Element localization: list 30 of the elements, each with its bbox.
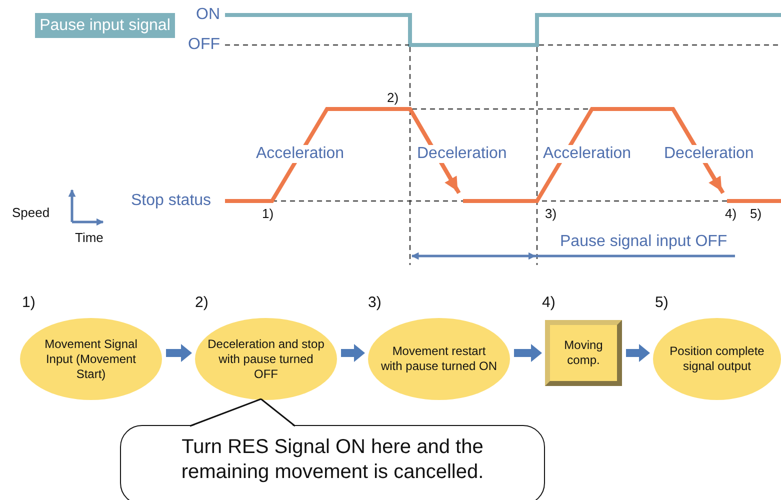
dimension-label: Pause signal input OFF — [560, 234, 728, 250]
step-text: Deceleration and stop with pause turned OFF — [207, 336, 325, 382]
leader-line — [189, 398, 296, 427]
phase-label: Deceleration — [663, 145, 755, 163]
process-box — [545, 320, 622, 386]
axis-label: Time — [75, 231, 104, 244]
step-number: 1) — [22, 295, 36, 310]
step-number: 4) — [542, 295, 556, 310]
point-number: 5) — [750, 207, 762, 220]
phase-label: Deceleration — [416, 145, 508, 163]
step-number: 3) — [368, 295, 382, 310]
point-number: 1) — [262, 207, 274, 220]
level-label: ON — [196, 7, 220, 23]
phase-label: Acceleration — [255, 145, 346, 163]
level-label: OFF — [188, 37, 220, 53]
step-text: Position complete signal output — [668, 344, 766, 374]
signal-name-box — [35, 13, 175, 38]
step-text: Moving comp. — [563, 338, 604, 368]
point-number: 2) — [387, 91, 399, 104]
step-text: Movement restart with pause turned ON — [380, 344, 498, 374]
callout-text: Turn RES Signal ON here and the remaining movement is cancelled. — [180, 435, 485, 485]
step-text: Movement Signal Input (Movement Start) — [44, 336, 138, 382]
step-number: 5) — [655, 295, 668, 310]
point-number: 4) — [725, 207, 737, 220]
level-label: Stop status — [131, 193, 212, 209]
phase-label: Acceleration — [542, 145, 632, 163]
signal-name: Pause input signal — [40, 16, 170, 36]
point-number: 3) — [545, 207, 557, 220]
axis-label: Speed — [12, 206, 50, 219]
step-number: 2) — [195, 295, 208, 310]
